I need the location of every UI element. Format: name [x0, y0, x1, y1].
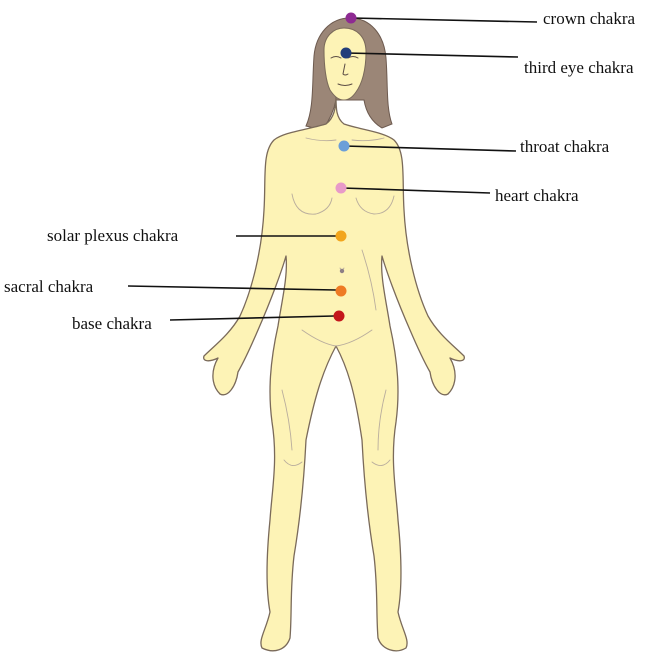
solar-plexus-chakra-label: solar plexus chakra [47, 226, 179, 245]
solar-plexus-chakra-dot [336, 231, 347, 242]
sacral-chakra-label: sacral chakra [4, 277, 94, 296]
throat-chakra-label: throat chakra [520, 137, 610, 156]
minor-dot [340, 269, 344, 273]
base-chakra-label: base chakra [72, 314, 152, 333]
crown-leader [352, 18, 537, 22]
sacral-chakra-dot [336, 286, 347, 297]
third-eye-chakra-label: third eye chakra [524, 58, 634, 77]
body-silhouette [204, 96, 465, 651]
crown-chakra-dot [346, 13, 357, 24]
heart-chakra-dot [336, 183, 347, 194]
crown-chakra-label: crown chakra [543, 9, 635, 28]
throat-chakra-dot [339, 141, 350, 152]
heart-chakra-label: heart chakra [495, 186, 579, 205]
third-eye-chakra-dot [341, 48, 352, 59]
base-chakra-dot [334, 311, 345, 322]
